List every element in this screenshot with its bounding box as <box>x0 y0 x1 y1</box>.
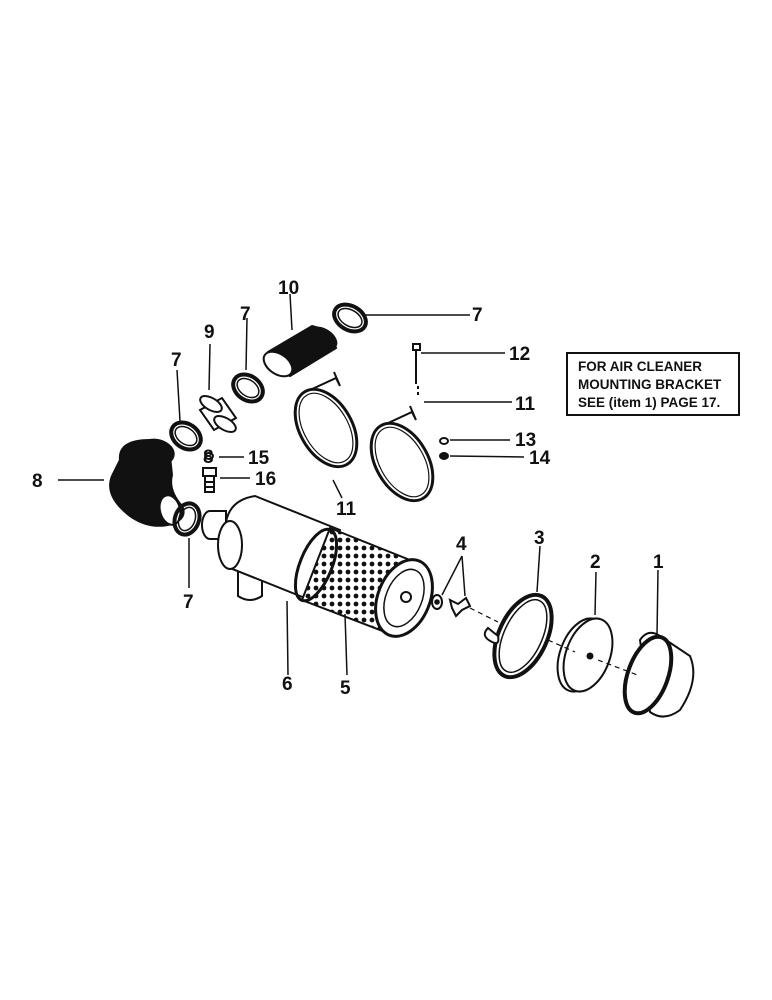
filter-element <box>293 526 434 638</box>
callout-10: 10 <box>278 278 299 299</box>
callout-2: 2 <box>590 552 601 573</box>
callout-4: 4 <box>456 534 467 555</box>
hose-clamp <box>231 372 265 404</box>
hose-clamp <box>332 302 368 334</box>
callouts: 1 2 3 4 5 6 7 7 7 7 8 8 9 10 11 11 12 13… <box>32 278 664 699</box>
leader-lines <box>58 293 659 676</box>
nut <box>439 452 449 460</box>
air-cleaner-body <box>201 494 342 602</box>
callout-7-right: 7 <box>472 305 483 326</box>
callout-11-upper: 11 <box>515 394 536 415</box>
note-line-2: MOUNTING BRACKET <box>578 377 722 392</box>
hose-clamp <box>172 501 202 537</box>
bolt <box>412 343 421 398</box>
hose-clamp <box>169 420 203 452</box>
cover-plate <box>556 617 614 693</box>
note-line-3: SEE (item 1) PAGE 17. <box>578 395 721 410</box>
callout-12: 12 <box>509 344 530 365</box>
callout-9: 9 <box>204 322 215 343</box>
callout-8-fitting: 8 <box>203 447 214 468</box>
elbow-hose <box>109 438 185 527</box>
lock-washer <box>439 437 449 445</box>
clamp-ring <box>483 592 554 680</box>
callout-3: 3 <box>534 528 545 549</box>
callout-14: 14 <box>529 448 551 469</box>
callout-16: 16 <box>255 469 276 490</box>
callout-1: 1 <box>653 552 664 573</box>
callout-7-left: 7 <box>171 350 182 371</box>
callout-8-elbow: 8 <box>32 471 43 492</box>
callout-11-lower: 11 <box>336 499 357 520</box>
adapter-sleeve <box>198 395 238 433</box>
note-line-1: FOR AIR CLEANER <box>578 359 702 374</box>
fitting-ring <box>204 452 214 460</box>
cover <box>622 631 695 718</box>
callout-15: 15 <box>248 448 270 469</box>
callout-5: 5 <box>340 678 351 699</box>
mounting-bracket-note: FOR AIR CLEANER MOUNTING BRACKET SEE (it… <box>566 352 740 416</box>
callout-7-lower: 7 <box>183 592 194 613</box>
mounting-band <box>369 405 435 503</box>
callout-6: 6 <box>282 674 293 695</box>
wing-nut-washer <box>431 594 472 618</box>
callout-13: 13 <box>515 430 536 451</box>
assembly-axis <box>469 607 641 677</box>
mounting-band <box>293 371 359 469</box>
hose <box>262 324 338 378</box>
callout-7-middle: 7 <box>240 304 251 325</box>
restriction-indicator <box>202 467 217 493</box>
